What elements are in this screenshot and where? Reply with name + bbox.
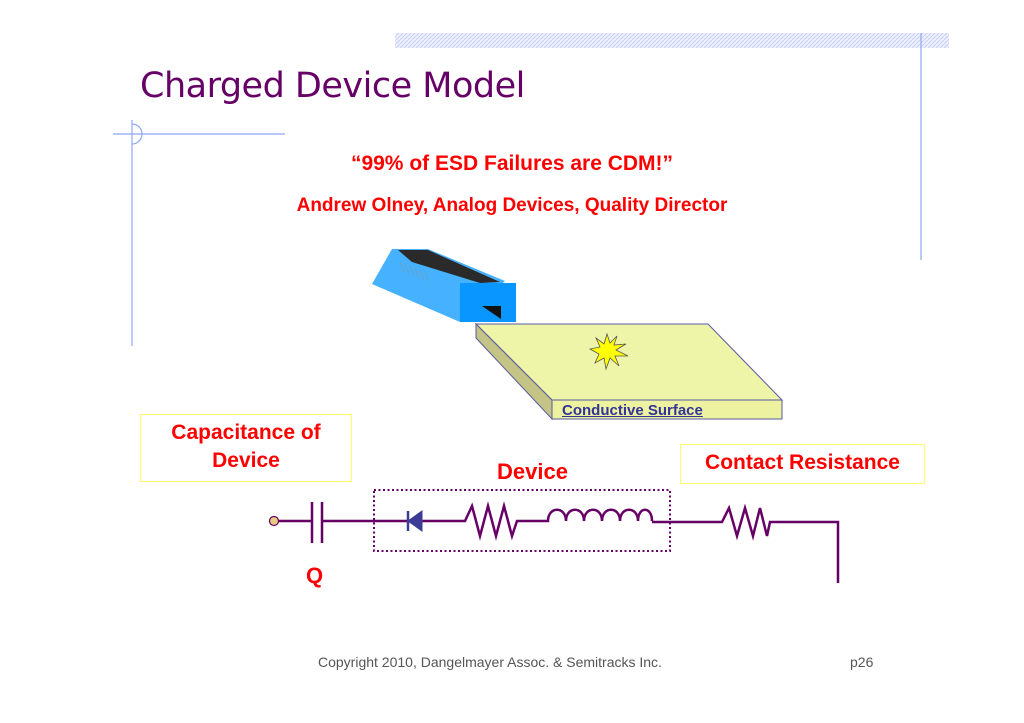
contact-resistance-label: Contact Resistance: [680, 444, 925, 484]
contact-resistor: [705, 503, 840, 583]
capacitance-label-line1: Capacitance of: [171, 421, 321, 444]
device-label: Device: [497, 459, 568, 484]
conductive-surface-label: Conductive Surface: [562, 402, 703, 419]
ic-chip: [372, 249, 516, 322]
charge-label: Q: [306, 563, 324, 588]
slide-title: Charged Device Model: [140, 66, 525, 106]
page-number: p26: [850, 654, 874, 670]
capacitance-label-box: Capacitance of Device: [140, 414, 352, 482]
conductive-surface: [474, 322, 784, 421]
quote-attribution: Andrew Olney, Analog Devices, Quality Di…: [296, 195, 728, 216]
device-resistor: [457, 501, 545, 541]
inductor: [545, 508, 654, 523]
terminal-node: [268, 515, 280, 527]
capacitance-label-line2: Device: [212, 449, 280, 472]
copyright-footer: Copyright 2010, Dangelmayer Assoc. & Sem…: [318, 654, 662, 670]
quote: “99% of ESD Failures are CDM!”: [350, 152, 674, 175]
device-boundary: [373, 489, 671, 552]
spark-icon: [588, 332, 629, 371]
header-band: [395, 33, 949, 48]
diode-icon: [407, 510, 423, 532]
